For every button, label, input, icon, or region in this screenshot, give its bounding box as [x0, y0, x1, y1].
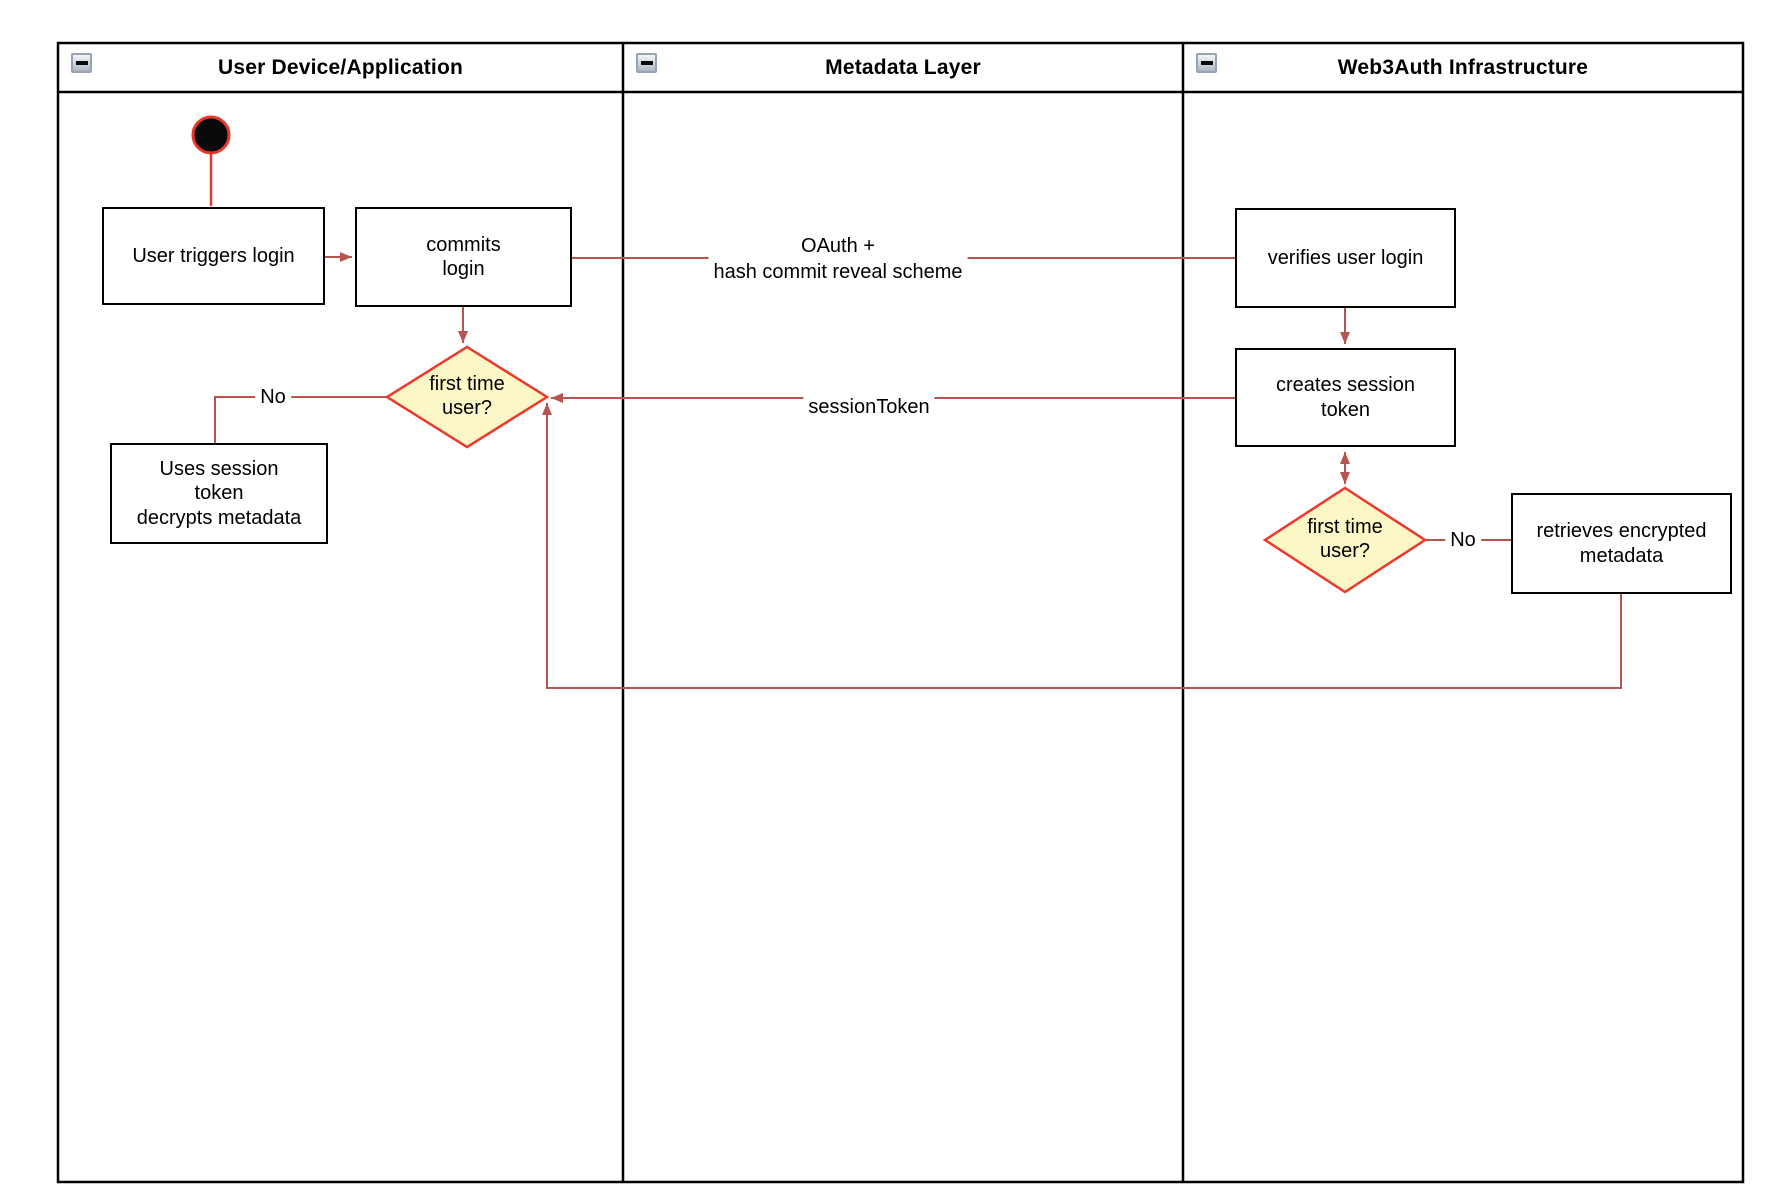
- node-commits-login[interactable]: commits login: [355, 207, 572, 307]
- pool-frame: [56, 41, 1745, 1184]
- minus-icon: [1200, 61, 1213, 65]
- edge-label-no-right[interactable]: No: [1445, 526, 1481, 554]
- decision-diamond-right[interactable]: [1262, 486, 1428, 594]
- node-creates-session-token[interactable]: creates session token: [1235, 348, 1456, 447]
- minus-icon: [640, 61, 653, 65]
- decision-diamond-left[interactable]: [384, 345, 550, 449]
- decision-label-first-time-user-right[interactable]: first time user?: [1307, 516, 1383, 562]
- decision-label-first-time-user-left[interactable]: first time user?: [429, 373, 505, 419]
- node-uses-session-token[interactable]: Uses session token decrypts metadata: [110, 443, 328, 544]
- node-verifies-user-login[interactable]: verifies user login: [1235, 208, 1456, 308]
- lane-header-web3auth[interactable]: Web3Auth Infrastructure: [1183, 43, 1743, 92]
- lane-header-metadata-layer[interactable]: Metadata Layer: [623, 43, 1183, 92]
- collapse-lane-button[interactable]: [71, 53, 92, 73]
- edge-label-session-token[interactable]: sessionToken: [803, 393, 935, 421]
- start-node[interactable]: [191, 115, 231, 155]
- minus-icon: [75, 61, 88, 65]
- node-retrieves-encrypted-metadata[interactable]: retrieves encrypted metadata: [1511, 493, 1732, 594]
- edge-label-no-left[interactable]: No: [255, 383, 291, 411]
- edge-retrieves-return: [542, 403, 1622, 689]
- collapse-lane-button[interactable]: [636, 53, 657, 73]
- collapse-lane-button[interactable]: [1196, 53, 1217, 73]
- lane-title: Web3Auth Infrastructure: [1337, 55, 1589, 79]
- edge-label-oauth[interactable]: OAuth + hash commit reveal scheme: [708, 232, 968, 286]
- lane-header-user-device[interactable]: User Device/Application: [58, 43, 623, 92]
- lane-title: Metadata Layer: [825, 55, 981, 79]
- node-user-triggers-login[interactable]: User triggers login: [102, 207, 325, 305]
- lane-title: User Device/Application: [217, 55, 463, 79]
- edge-no-left: [214, 396, 387, 444]
